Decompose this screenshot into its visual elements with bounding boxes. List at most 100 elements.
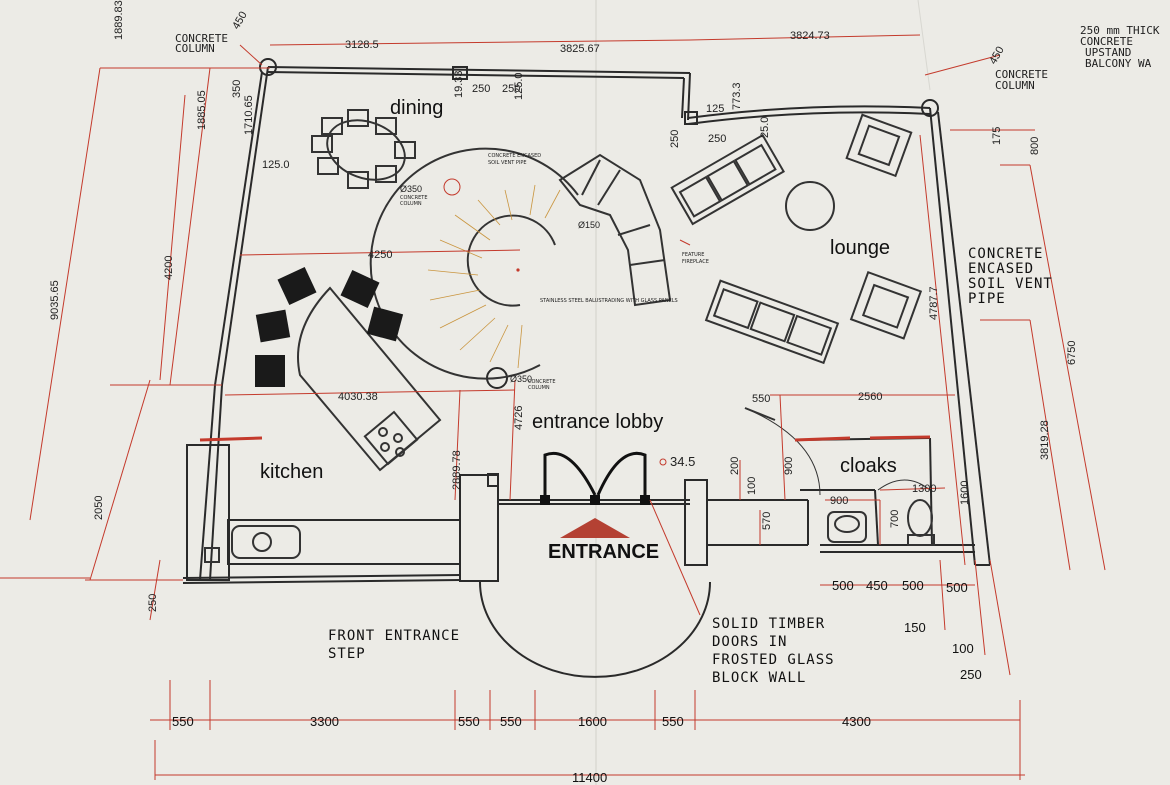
dim-b-100: 100: [952, 641, 974, 656]
dim-b-500-b: 500: [902, 578, 924, 593]
dim-200: 200: [729, 457, 741, 475]
dim-125: 125: [706, 103, 724, 115]
dim-bottom-550-d: 550: [662, 714, 684, 729]
room-label-dining: dining: [390, 97, 443, 119]
dim-250-side: 250: [669, 130, 681, 148]
dim-b-450: 450: [866, 578, 888, 593]
cloaks-fixtures: [744, 407, 935, 546]
note-concrete-column-left-2: COLUMN: [175, 42, 215, 55]
room-label-entrance: ENTRANCE: [548, 541, 659, 563]
lounge-furniture: [670, 113, 923, 365]
top-wall: [267, 66, 691, 74]
dim-top-a: 3128.5: [345, 39, 379, 51]
dim-bottom-1600: 1600: [578, 714, 607, 729]
left-wall: [221, 66, 269, 386]
note-doors-4: BLOCK WALL: [712, 670, 806, 686]
right-wall: [929, 107, 976, 566]
dim-b-500-c: 500: [946, 580, 968, 595]
note-column-350-b: Ø350: [510, 374, 532, 384]
dim-7733: 773.3: [731, 82, 743, 110]
spiral-staircase: [369, 147, 672, 380]
dim-250-b: 250: [502, 83, 520, 95]
dim-bottom-550-a: 550: [172, 714, 194, 729]
dim-b-500-a: 500: [832, 578, 854, 593]
kitchen-sink: [204, 525, 301, 563]
dim-column-450-left: 450: [230, 10, 250, 32]
note-column-label-a-2: COLUMN: [400, 201, 422, 207]
dim-4787: 4787.7: [928, 286, 940, 320]
dim-4200: 4200: [163, 256, 175, 280]
kitchen-side-counter: [186, 444, 230, 581]
dim-4726: 4726: [513, 406, 525, 430]
column-box: [452, 66, 468, 80]
note-soil-vent-small-1: CONCRETE ENCASED: [488, 153, 541, 159]
note-soil-vent-1: CONCRETE: [968, 246, 1043, 262]
curved-wall: [687, 105, 931, 119]
dimension-lines: [0, 34, 1106, 780]
room-label-kitchen: kitchen: [260, 461, 323, 483]
front-wall: [182, 574, 461, 579]
room-label-cloaks: cloaks: [840, 455, 897, 477]
note-fireplace-1: FEATURE: [682, 252, 704, 258]
dim-top-left-vert: 1889.83: [113, 0, 125, 40]
dim-2560: 2560: [858, 391, 882, 403]
note-balcony-4: BALCONY WA: [1085, 57, 1152, 70]
note-fireplace-2: FIREPLACE: [682, 259, 709, 265]
concrete-column-icon: [921, 99, 939, 117]
note-concrete-column-right-1: CONCRETE: [995, 68, 1048, 81]
column-box: [684, 111, 698, 125]
dim-900-h: 900: [830, 495, 848, 507]
note-column-label-a-1: CONCRETE: [400, 195, 428, 201]
dim-700: 700: [889, 510, 901, 528]
dim-1600-v: 1600: [959, 481, 971, 505]
paper-fold-line: [917, 0, 931, 91]
dim-250-c: 25.0: [759, 117, 771, 138]
dim-3819: 3819.28: [1039, 420, 1051, 460]
dim-top-b: 3825.67: [560, 43, 600, 55]
dim-350: 350: [231, 80, 243, 98]
note-balcony-1: 250 mm THICK: [1080, 24, 1160, 37]
dim-250-a: 250: [472, 83, 490, 95]
note-concrete-column-left-1: CONCRETE: [175, 32, 228, 45]
dim-9035: 9035.65: [49, 280, 61, 320]
dim-bottom-550-b: 550: [458, 714, 480, 729]
dim-b-150: 150: [904, 620, 926, 635]
dim-250-bl: 250: [147, 594, 159, 612]
note-column-label-b-1: CONCRETE: [528, 379, 556, 385]
kitchen-island: [255, 266, 442, 472]
concrete-column-icon: [259, 58, 277, 76]
dim-1933: 19.33: [453, 70, 465, 98]
dim-bottom-4300: 4300: [842, 714, 871, 729]
entrance-doors[interactable]: [540, 452, 650, 505]
dim-bottom-3300: 3300: [310, 714, 339, 729]
dim-345: 34.5: [670, 454, 695, 469]
note-doors-3: FROSTED GLASS: [712, 652, 835, 668]
dim-800: 800: [1029, 137, 1041, 155]
note-soil-vent-3: SOIL VENT: [968, 276, 1053, 292]
dim-1710: 1710.65: [243, 95, 255, 135]
dim-1885: 1885.05: [196, 90, 208, 130]
note-balcony-2: CONCRETE: [1080, 35, 1133, 48]
dim-250-lr: 250: [708, 133, 726, 145]
note-front-step-1: FRONT ENTRANCE: [328, 628, 460, 644]
note-column-label-b-2: COLUMN: [528, 385, 550, 391]
coffee-table: [785, 181, 835, 231]
dim-top-c: 3824.73: [790, 30, 830, 42]
dim-bottom-550-c: 550: [500, 714, 522, 729]
dim-550-r: 550: [752, 393, 770, 405]
dim-570: 570: [761, 512, 773, 530]
dim-125-left: 125.0: [262, 159, 290, 171]
note-balcony-3: UPSTAND: [1085, 46, 1131, 59]
note-column-350-a: Ø350: [400, 184, 422, 194]
entrance-arrow-icon: [560, 518, 630, 538]
dim-2050: 2050: [93, 496, 105, 520]
note-front-step-2: STEP: [328, 646, 366, 662]
dim-b-250: 250: [960, 667, 982, 682]
note-doors-1: SOLID TIMBER: [712, 616, 825, 632]
dim-4250: 4250: [368, 249, 392, 261]
note-doors-2: DOORS IN: [712, 634, 787, 650]
front-step-arc: [479, 581, 711, 678]
dining-table: [311, 109, 416, 189]
entrance-pier-left: [459, 474, 499, 582]
